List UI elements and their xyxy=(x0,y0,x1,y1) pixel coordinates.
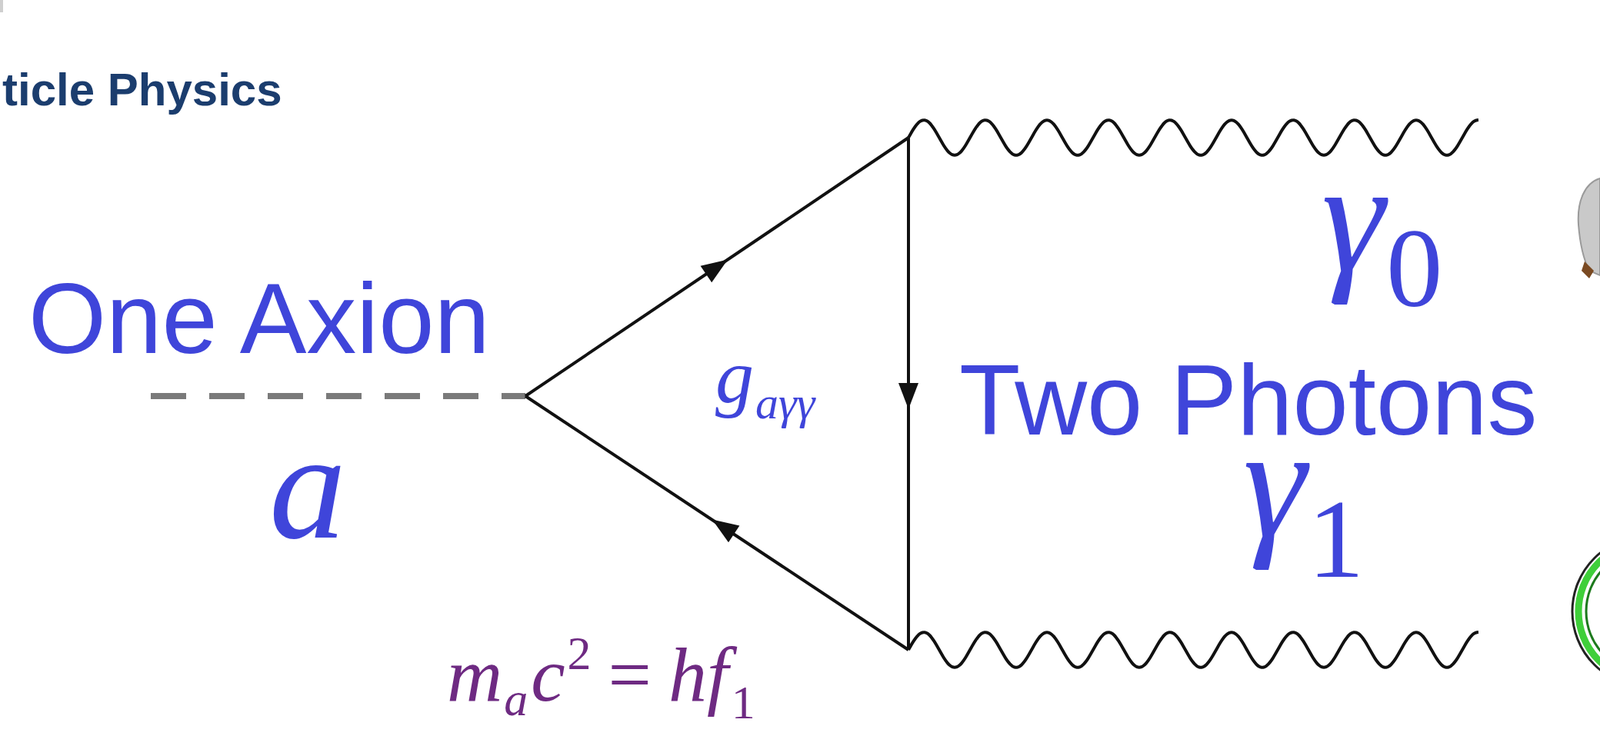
photon-wave xyxy=(908,632,1479,668)
photon-symbol: γ xyxy=(1321,136,1385,297)
axion-dashed-line xyxy=(150,393,526,400)
coupling-label: g xyxy=(715,338,754,416)
mass-energy-equation: m xyxy=(446,636,503,714)
axion-symbol: a xyxy=(269,409,347,564)
detector-icon xyxy=(1578,178,1600,276)
photon-symbol: 0 xyxy=(1386,211,1444,325)
mass-energy-equation: c xyxy=(530,636,565,714)
header-fragment: ticle Physics xyxy=(2,66,283,114)
fermion-arrow xyxy=(898,383,919,410)
particle-name: One Axion xyxy=(28,268,490,369)
fermion-arrow xyxy=(700,260,729,284)
mass-energy-equation: = xyxy=(608,636,652,714)
mass-energy-equation: 1 xyxy=(731,678,756,727)
coupling-label: aγγ xyxy=(755,380,815,427)
detector-ring-icon xyxy=(1586,550,1600,674)
detector-icon xyxy=(1581,261,1594,279)
fermion-arrow xyxy=(712,520,740,544)
mass-energy-equation: a xyxy=(503,675,528,724)
photon-wave xyxy=(908,120,1479,156)
mass-energy-equation: hf xyxy=(668,636,729,714)
corner-fragment xyxy=(0,0,4,13)
detector-ring-icon xyxy=(1572,536,1600,687)
fermion-line xyxy=(525,396,909,650)
photon-symbol: γ xyxy=(1243,402,1307,563)
mass-energy-equation: 2 xyxy=(567,629,592,677)
photon-symbol: 1 xyxy=(1307,482,1365,596)
detector-ring-icon xyxy=(1578,542,1600,681)
